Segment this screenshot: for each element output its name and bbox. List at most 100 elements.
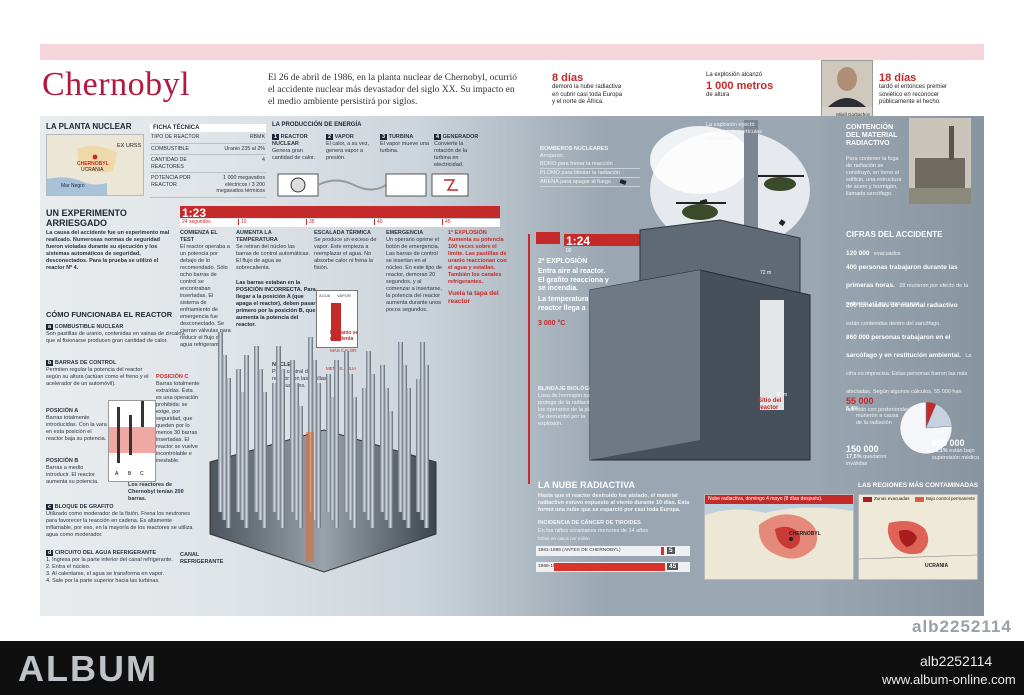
- gorbachov-portrait: Mijaíl Gorbachov: [821, 60, 873, 118]
- control-rod: [316, 383, 321, 528]
- incorrect-position-note: Las barras estaban en la POSICIÓN INCORR…: [236, 280, 316, 328]
- canal-label: CANAL REFRIGERANTE: [180, 552, 224, 565]
- position-a: POSICIÓN A Barras totalmente introducida…: [46, 408, 107, 442]
- reactor-item-a: a COMBUSTIBLE NUCLEAR Son pastillas de u…: [46, 324, 186, 344]
- chart-bar-marker: [661, 547, 664, 555]
- chart-value-label: 45: [667, 563, 679, 570]
- page-title: Chernobyl: [42, 66, 191, 103]
- explosion-cloud-note: La explosión eyectó una nube de partícul…: [706, 122, 762, 142]
- contencion-heading: CONTENCIÓN DEL MATERIAL RADIACTIVO: [846, 124, 898, 147]
- bomberos-note: BOMBEROS NUCLEARES Arrojaron: BORO para …: [540, 146, 640, 187]
- barras-note: Los reactores de Chernobyl tenían 200 ba…: [128, 482, 184, 502]
- control-rod: [416, 379, 421, 512]
- control-rod: [298, 406, 303, 528]
- explosion2-title: 2ª EXPLOSIÓN: [538, 258, 588, 265]
- timeline-tick: 10: [238, 219, 247, 225]
- timeline-tick: 45: [442, 219, 451, 225]
- time-1-23: 1:23: [182, 206, 207, 220]
- cifra-item: 400 personas trabajaron durante las prim…: [846, 264, 969, 307]
- bomberos-item: ARENA para apagar el fuego: [540, 179, 640, 187]
- album-url-link[interactable]: www.album-online.com: [882, 672, 1016, 687]
- reactor-heading: CÓMO FUNCIONABA EL REACTOR: [46, 310, 173, 319]
- reactor-item-b: b BARRAS DE CONTROL Permiten regular la …: [46, 360, 149, 387]
- control-rod: [262, 392, 267, 528]
- position-c: POSICIÓN C Barras totalmente extraídas. …: [156, 374, 200, 464]
- chart-row: 1986-1997 (DESPUÉS DE CHERNOBYL)45: [536, 562, 690, 572]
- pie-slice-supervised: [899, 401, 953, 455]
- helicopter-icon: [758, 175, 804, 191]
- cloud-map: Nube radiactiva, domingo 4 mayo (8 días …: [704, 494, 854, 580]
- album-footer-bar: [0, 641, 1024, 695]
- control-rod: [424, 365, 429, 528]
- timeline-bar: [180, 206, 500, 218]
- stat-cloud-days: 8 días demoró la nube radiactiva en cubr…: [552, 72, 623, 105]
- intro-text: El 26 de abril de 1986, en la planta nuc…: [268, 73, 518, 107]
- control-rod: [218, 332, 223, 512]
- water-circuit-step: 1. Ingresa por la parte inferior del can…: [46, 557, 173, 563]
- control-rod: [384, 388, 389, 520]
- bomberos-item: BORO para frenar la reacción: [540, 161, 640, 169]
- water-circuit-step: 2. Entra el núcleo.: [46, 564, 91, 570]
- chernobyl-marker: [92, 154, 98, 160]
- control-rod: [402, 365, 407, 520]
- portrait-icon: [822, 61, 872, 107]
- reactor-item-d: d CIRCUITO DEL AGUA REFRIGERANTE 1. Ingr…: [46, 550, 196, 585]
- bomberos-item: PLOMO para blindar la radiación: [540, 170, 640, 178]
- control-rod: [348, 374, 353, 520]
- chart-title: INCIDENCIA DE CÁNCER DE TIROIDES: [538, 520, 641, 526]
- watermark-id-small: alb2252114: [912, 617, 1012, 636]
- control-rod: [244, 355, 249, 528]
- control-rod: [330, 397, 335, 520]
- experimento-heading: UN EXPERIMENTO ARRIESGADO: [46, 208, 127, 228]
- control-rod: [294, 383, 299, 520]
- control-rod: [388, 411, 393, 528]
- control-rod: [326, 374, 331, 512]
- control-rod: [222, 355, 227, 520]
- sitio-reactor-label: Sitio del reactor: [758, 398, 782, 411]
- reactor-building-illustration: [580, 120, 820, 480]
- sarcofago-photo: [909, 118, 971, 204]
- time-1-24: 1:24: [566, 234, 591, 248]
- cifra-item: 860 000 personas trabajaron en el sarcóf…: [846, 334, 972, 413]
- chart-bar: [554, 563, 665, 571]
- control-rod: [366, 351, 371, 520]
- cifras-heading: CIFRAS DEL ACCIDENTE: [846, 230, 943, 239]
- nube-text: Hasta que el reactor destruido fue aisla…: [538, 493, 690, 513]
- timeline-tick: 40: [374, 219, 383, 225]
- reactor-core-illustration: [196, 312, 446, 580]
- pie-label-invalid: 150 000 17,5% quedaron inválidas: [846, 444, 887, 467]
- position-diagram: A B C: [108, 400, 156, 482]
- pie-label-supervised: 655 000 76,1% están bajo supervisión méd…: [932, 438, 980, 461]
- control-rod: [240, 392, 245, 520]
- control-rod: [312, 360, 317, 520]
- control-rod: [272, 383, 277, 512]
- fuel-cell-detail: AGUA VAPOR: [316, 290, 358, 348]
- control-rod: [258, 369, 263, 520]
- control-rod: [420, 342, 425, 520]
- chart-row: 1981-1985 (ANTES DE CHERNOBYL)5: [536, 546, 690, 556]
- control-rod: [406, 388, 411, 528]
- fuel-rod-heated: [331, 303, 341, 341]
- stat-premier-days: 18 días tardó el entonces premier soviét…: [879, 72, 948, 105]
- control-rod: [280, 369, 285, 528]
- timeline-tick: 35: [306, 219, 315, 225]
- position-b: POSICIÓN B Barras a medio introducir. El…: [46, 458, 99, 485]
- produccion-diagram: [276, 170, 472, 200]
- control-rod: [276, 346, 281, 520]
- control-rod: [362, 388, 367, 512]
- chart-category-label: 1981-1985 (ANTES DE CHERNOBYL): [538, 548, 621, 553]
- regiones-map: Zonas evacuadas Bajo control permanente …: [858, 494, 978, 580]
- pie-label-dead: 55 000 6,4% murieron a causa de la radia…: [846, 396, 899, 426]
- reactor-item-c: c BLOQUE DE GRAFITO Utilizado como moder…: [46, 504, 193, 538]
- control-rod: [226, 378, 231, 528]
- control-rod: [334, 360, 339, 528]
- regiones-heading: LAS REGIONES MÁS CONTAMINADAS: [858, 482, 979, 489]
- reactor-temperature: 3 000 °C: [538, 320, 566, 327]
